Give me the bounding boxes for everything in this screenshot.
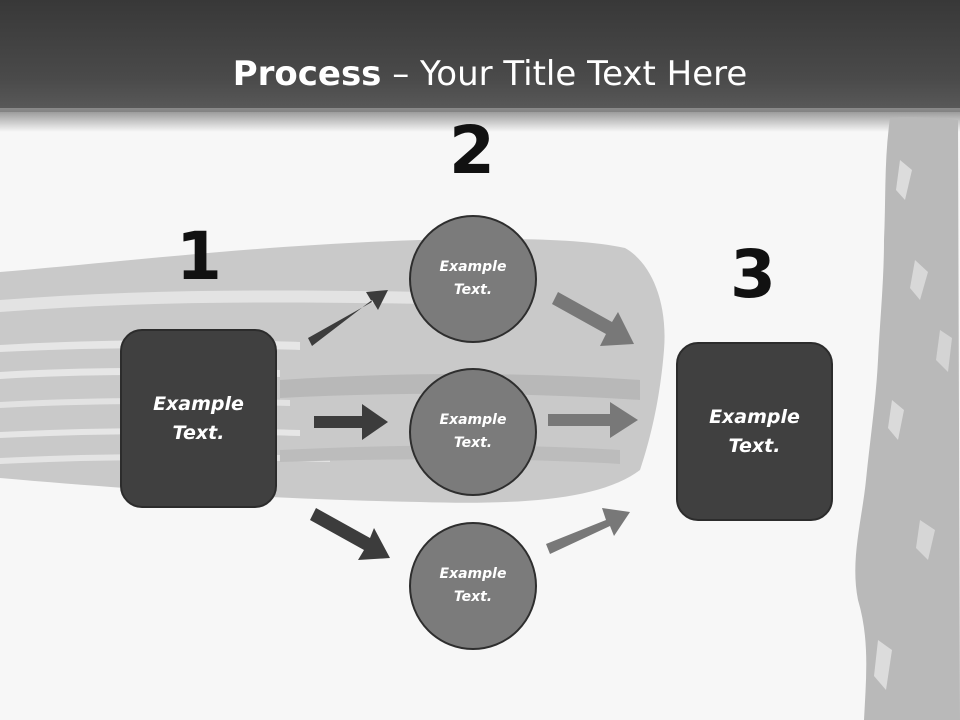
arrows-to-end bbox=[546, 292, 638, 554]
circle-top-label: Example Text. bbox=[439, 259, 507, 298]
circle-middle-label: Example Text. bbox=[439, 412, 507, 451]
step-number-3: 3 bbox=[730, 236, 776, 313]
circle-bottom-label: Example Text. bbox=[439, 566, 507, 605]
title-bold-part: Process bbox=[232, 54, 382, 94]
brush-stroke-vertical bbox=[855, 117, 960, 720]
circle-bottom: Example Text. bbox=[409, 522, 537, 650]
arrows-to-circles bbox=[308, 290, 390, 560]
arrow-down-right-icon bbox=[310, 508, 390, 560]
circle-top: Example Text. bbox=[409, 215, 537, 343]
end-box-label: Example Text. bbox=[709, 405, 800, 457]
page-title: Process – Your Title Text Here bbox=[0, 52, 960, 96]
title-bar bbox=[0, 0, 960, 112]
brush-stroke-horizontal bbox=[0, 238, 665, 503]
end-box: Example Text. bbox=[676, 342, 833, 521]
arrow-up-right-icon bbox=[546, 508, 630, 554]
circle-middle: Example Text. bbox=[409, 368, 537, 496]
start-box: Example Text. bbox=[120, 329, 277, 508]
arrow-right-icon bbox=[314, 404, 388, 440]
arrow-up-right-icon bbox=[308, 290, 388, 346]
title-bar-fade bbox=[0, 108, 960, 132]
step-number-1: 1 bbox=[176, 218, 222, 295]
step-number-2: 2 bbox=[449, 112, 495, 189]
arrow-down-right-icon bbox=[552, 292, 634, 346]
title-rest-part: – Your Title Text Here bbox=[381, 54, 748, 94]
start-box-label: Example Text. bbox=[153, 392, 244, 444]
arrow-right-icon bbox=[548, 402, 638, 438]
